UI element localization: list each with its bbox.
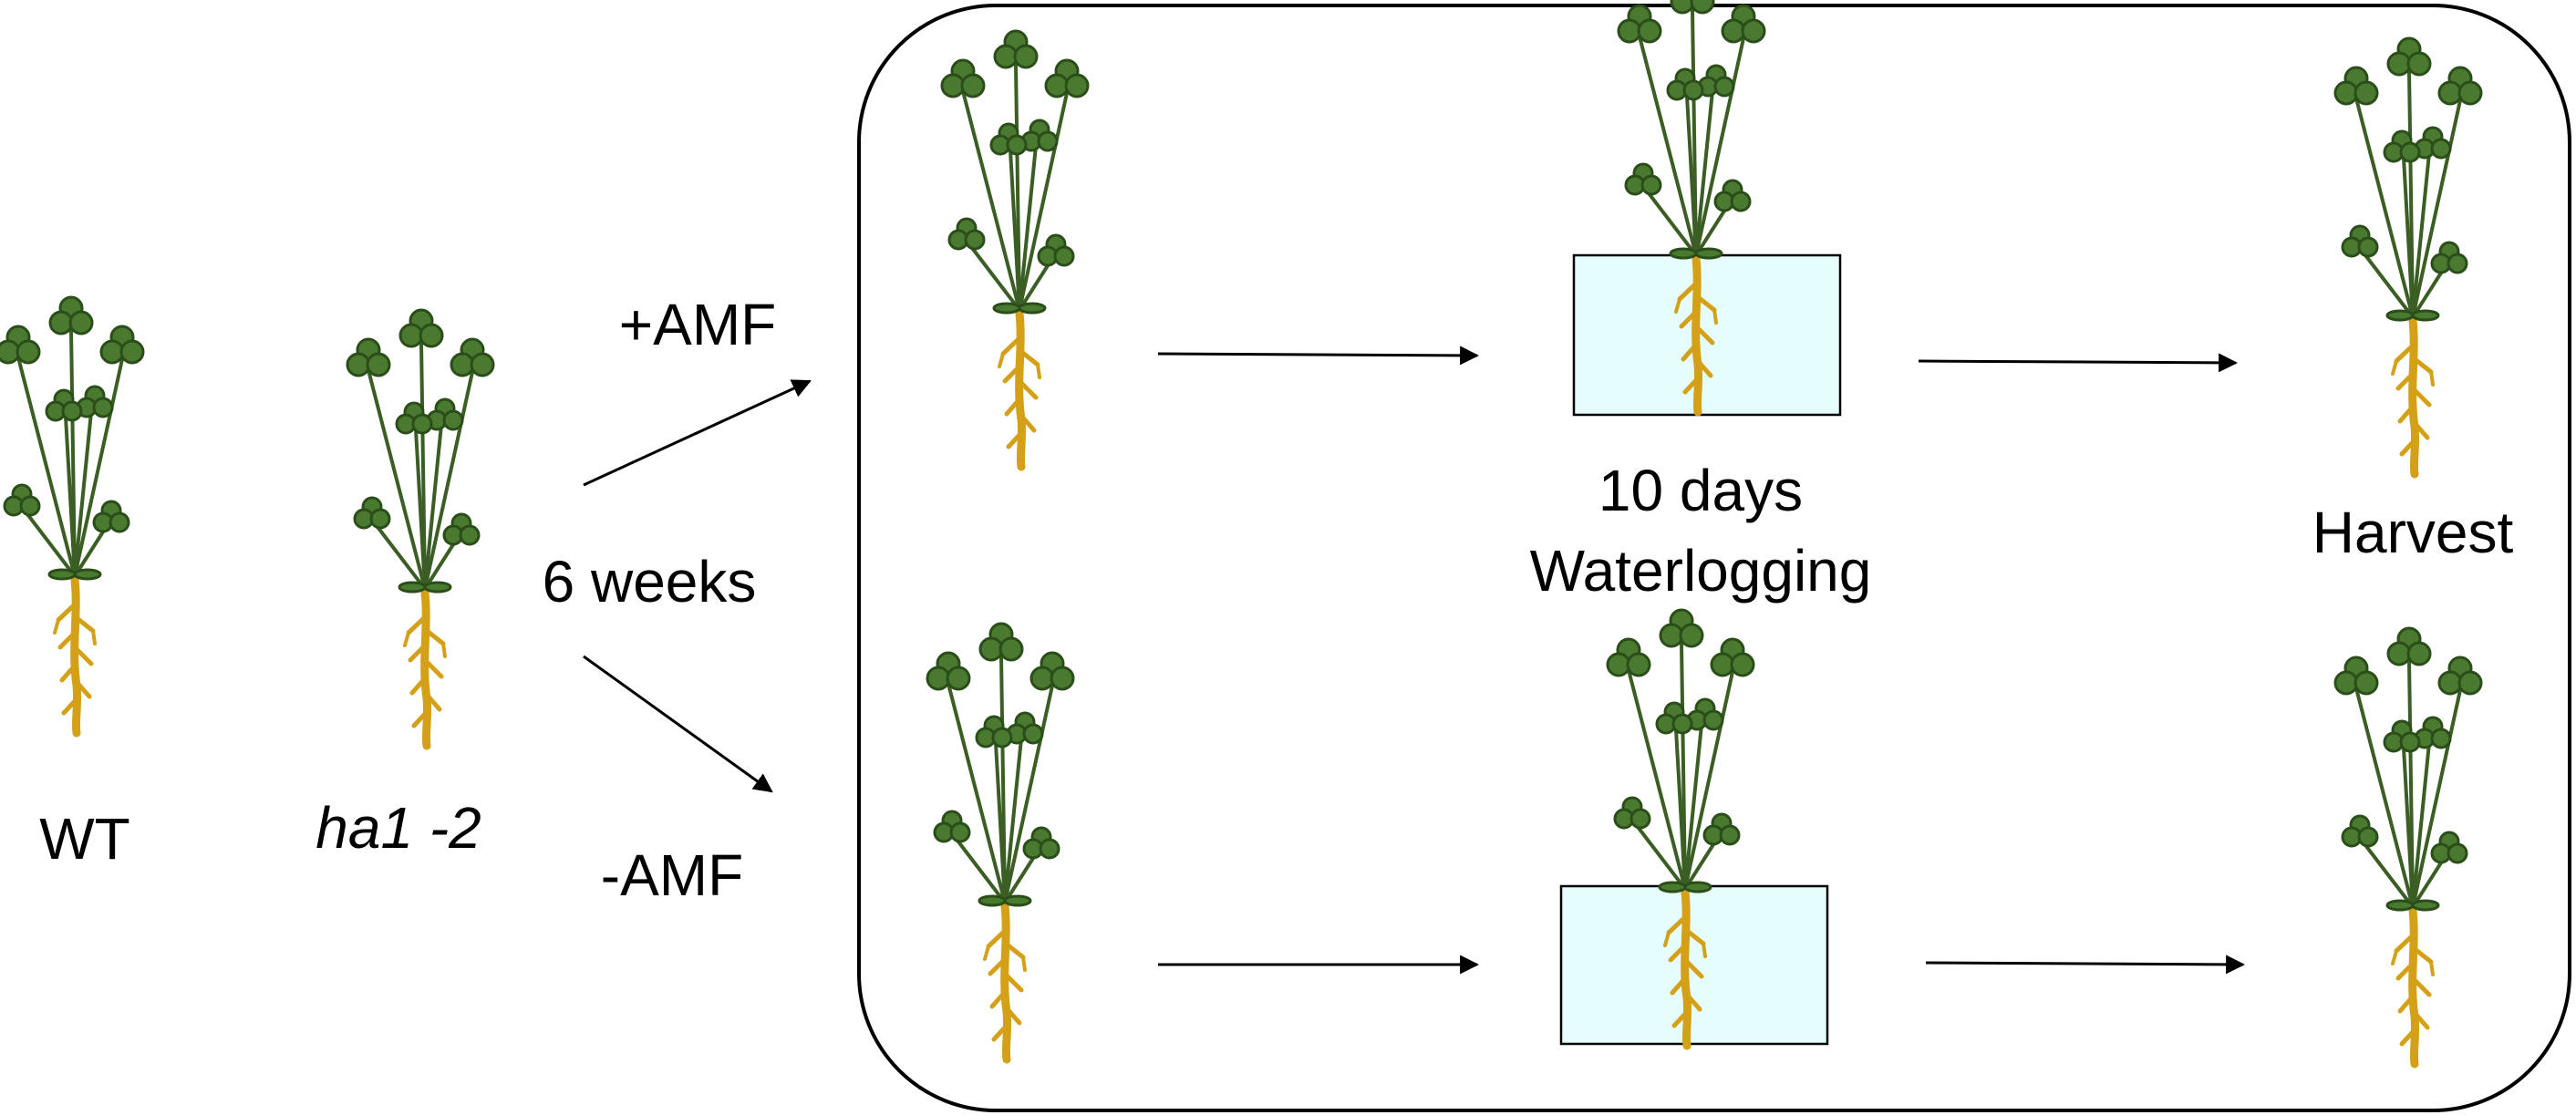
top-arrow-2	[1918, 353, 2239, 373]
treatment-panel	[857, 4, 2571, 1112]
plus-amf-plant-icon	[942, 31, 1088, 467]
mutant-plant-icon	[347, 310, 493, 746]
bottom-arrow-2	[1925, 955, 2246, 975]
mutant-label: ha1 -2	[316, 795, 481, 861]
treatment-label-line1: 10 days	[1598, 458, 1803, 523]
minus-amf-plant-icon	[927, 624, 1073, 1059]
harvest-plant-bottom-icon	[2335, 628, 2481, 1064]
top-arrow-1	[1157, 346, 1480, 366]
minus-amf-label: -AMF	[601, 842, 743, 908]
minus-amf-arrow	[583, 655, 773, 793]
waterlogging-box-bottom	[1559, 884, 1829, 1046]
treatment-label-line2: Waterlogging	[1530, 538, 1872, 604]
plus-amf-label: +AMF	[619, 292, 776, 357]
harvest-label: Harvest	[2312, 500, 2514, 565]
duration-label: 6 weeks	[543, 549, 757, 614]
plus-amf-arrow	[583, 379, 812, 487]
wt-plant-icon	[0, 297, 143, 733]
wt-label: WT	[39, 806, 130, 872]
harvest-plant-top-icon	[2335, 38, 2481, 474]
